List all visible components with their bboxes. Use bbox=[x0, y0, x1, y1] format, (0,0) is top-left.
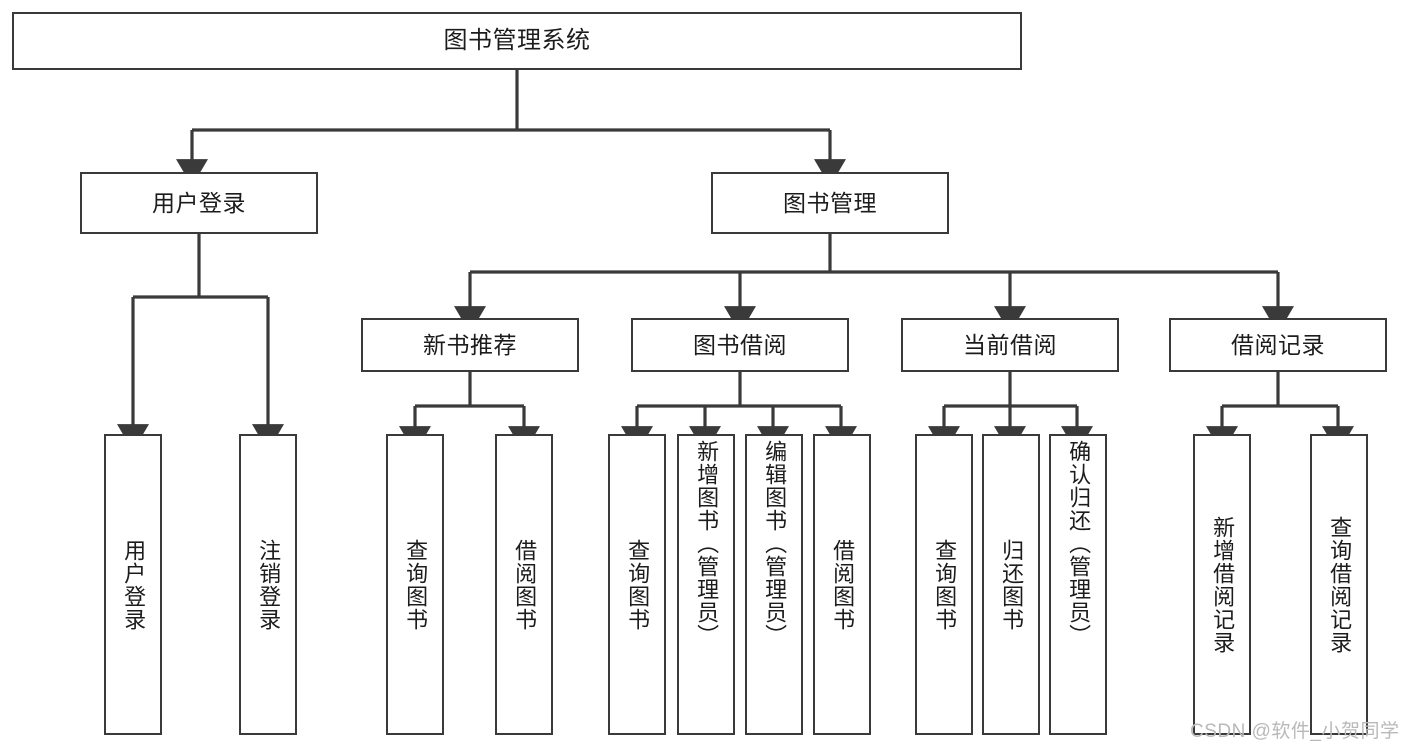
leaf-query-book-2-label: 查询图书 bbox=[625, 538, 651, 631]
leaf-query-book-1-label: 查询图书 bbox=[403, 538, 429, 631]
leaf-borrow-book-1-label: 借阅图书 bbox=[512, 538, 538, 631]
leaf-edit-book-label: 编辑图书（管理员） bbox=[762, 440, 788, 647]
node-current-borrow[interactable]: 当前借阅 bbox=[901, 318, 1119, 372]
leaf-query-book-3[interactable]: 查询图书 bbox=[915, 434, 973, 735]
leaf-login[interactable]: 用户登录 bbox=[104, 434, 162, 735]
leaf-login-label: 用户登录 bbox=[121, 538, 147, 631]
leaf-query-book-3-label: 查询图书 bbox=[932, 538, 958, 631]
node-borrow-record-label: 借阅记录 bbox=[1231, 331, 1325, 358]
leaf-confirm-return[interactable]: 确认归还（管理员） bbox=[1049, 434, 1107, 735]
leaf-return-book[interactable]: 归还图书 bbox=[982, 434, 1040, 735]
leaf-borrow-book-2-label: 借阅图书 bbox=[830, 538, 856, 631]
leaf-borrow-book-1[interactable]: 借阅图书 bbox=[495, 434, 553, 735]
node-new-book-recommend-label: 新书推荐 bbox=[423, 331, 517, 358]
node-book-management[interactable]: 图书管理 bbox=[711, 172, 949, 234]
leaf-query-borrow-record[interactable]: 查询借阅记录 bbox=[1310, 434, 1368, 735]
node-user-login-label: 用户登录 bbox=[152, 189, 246, 216]
leaf-query-book-2[interactable]: 查询图书 bbox=[608, 434, 666, 735]
watermark: CSDN @软件_小贺同学 bbox=[1190, 721, 1400, 742]
leaf-add-book[interactable]: 新增图书（管理员） bbox=[677, 434, 735, 735]
node-book-borrow[interactable]: 图书借阅 bbox=[631, 318, 849, 372]
leaf-add-borrow-record[interactable]: 新增借阅记录 bbox=[1193, 434, 1251, 735]
leaf-borrow-book-2[interactable]: 借阅图书 bbox=[813, 434, 871, 735]
node-root[interactable]: 图书管理系统 bbox=[12, 12, 1022, 70]
leaf-query-borrow-record-label: 查询借阅记录 bbox=[1327, 515, 1353, 654]
node-borrow-record[interactable]: 借阅记录 bbox=[1169, 318, 1387, 372]
leaf-edit-book[interactable]: 编辑图书（管理员） bbox=[745, 434, 803, 735]
leaf-add-borrow-record-label: 新增借阅记录 bbox=[1210, 515, 1236, 654]
node-book-management-label: 图书管理 bbox=[783, 189, 877, 216]
node-user-login[interactable]: 用户登录 bbox=[80, 172, 318, 234]
node-new-book-recommend[interactable]: 新书推荐 bbox=[361, 318, 579, 372]
leaf-query-book-1[interactable]: 查询图书 bbox=[386, 434, 444, 735]
node-book-borrow-label: 图书借阅 bbox=[693, 331, 787, 358]
leaf-add-book-label: 新增图书（管理员） bbox=[694, 440, 720, 647]
leaf-return-book-label: 归还图书 bbox=[999, 538, 1025, 631]
leaf-logout-label: 注销登录 bbox=[256, 538, 282, 631]
node-root-label: 图书管理系统 bbox=[443, 27, 591, 55]
node-current-borrow-label: 当前借阅 bbox=[963, 331, 1057, 358]
leaf-logout[interactable]: 注销登录 bbox=[239, 434, 297, 735]
leaf-confirm-return-label: 确认归还（管理员） bbox=[1066, 440, 1092, 647]
